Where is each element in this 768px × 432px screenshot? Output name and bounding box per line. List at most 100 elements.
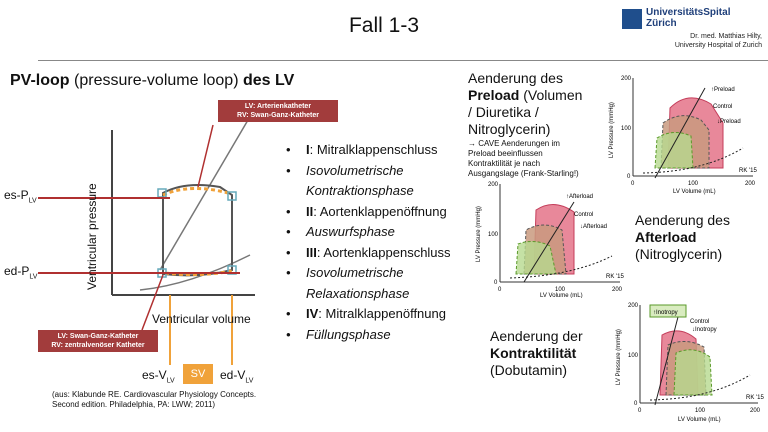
afterload-xtick-0: 0	[498, 287, 502, 293]
es-p-label: es-PLV	[4, 188, 37, 204]
ed-p-text: ed-P	[4, 264, 30, 278]
preload-line1: Aenderung des	[468, 70, 563, 86]
espvr-line	[159, 119, 249, 271]
inotropy-tick-200: 200	[628, 303, 639, 309]
phase-text: Füllungsphase	[306, 326, 391, 342]
preload-bold: Preload	[468, 87, 520, 103]
phase-text: : Mitralklappenschluss	[309, 142, 438, 157]
phase-roman: I	[306, 142, 310, 157]
phase-item: Füllungsphase	[286, 325, 451, 346]
inotropy-xtick-200: 200	[750, 408, 761, 414]
inotropy-callout	[649, 304, 687, 318]
logo-name: UniversitätsSpital Zürich	[646, 7, 730, 29]
logo-name-line1: UniversitätsSpital	[646, 7, 731, 18]
phase-item: I: Mitralklappenschluss	[286, 140, 451, 161]
inotropy-edpvr	[649, 374, 751, 401]
preload-line3: / Diuretika /	[468, 104, 539, 120]
afterload-xlabel: LV Volume (mL)	[540, 293, 583, 298]
reference-line1: (aus: Klabunde RE. Cardiovascular Physio…	[52, 390, 257, 399]
catheter-box-top: LV: Arterienkatheter RV: Swan-Ganz-Kathe…	[218, 100, 338, 122]
preload-line2: Preload (Volumen	[468, 87, 603, 104]
afterload-label-control: Control	[574, 212, 593, 218]
inotropy-label-control: Control	[690, 319, 709, 325]
catheter-box-top-line2: RV: Swan-Ganz-Katheter	[237, 112, 319, 119]
pv-loop-ejection-highlight	[162, 186, 229, 197]
pv-loop-title: PV-loop (pressure-volume loop) des LV	[10, 72, 294, 90]
preload-note-line: Kontraktilität je nach	[468, 159, 541, 168]
afterload-line3: (Nitroglycerin)	[635, 246, 723, 262]
afterload-tick-0: 0	[494, 280, 498, 286]
preload-heading: Aenderung des Preload (Volumen / Diureti…	[468, 70, 603, 138]
preload-note-line: → CAVE Aenderungen im	[468, 139, 560, 148]
es-p-text: es-P	[4, 188, 29, 202]
phase-text: Relaxationsphase	[306, 285, 410, 301]
phase-item-continued: Kontraktionsphase	[286, 181, 451, 202]
catheter-box-bottom-line1: LV: Swan-Ganz-Katheter	[57, 333, 139, 340]
inotropy-label-up: ↑Inotropy	[653, 310, 678, 316]
phase-text: : Mitralklappenöffnung	[318, 306, 446, 321]
phase-roman: IV	[306, 306, 319, 321]
preload-tick-0: 0	[627, 174, 631, 180]
pv-title-bold2: des LV	[242, 72, 295, 89]
phase-text: Isovolumetrische	[306, 265, 404, 280]
afterload-tick-100: 100	[488, 232, 499, 238]
es-v-label: es-VLV	[142, 368, 175, 384]
es-v-text: es-V	[142, 368, 167, 382]
inotropy-label-down: ↓Inotropy	[692, 327, 717, 333]
preload-label-down: ↓Preload	[717, 119, 741, 125]
afterload-line1: Aenderung des	[635, 212, 730, 228]
preload-rest: (Volumen	[519, 87, 583, 103]
phase-item: III: Aortenklappenschluss	[286, 243, 451, 264]
arterial-catheter-pointer	[197, 124, 214, 188]
es-p-sub: LV	[28, 197, 37, 205]
afterload-decreased-loop	[515, 240, 557, 275]
inotropy-credit: RK '15	[746, 395, 764, 401]
inotropy-ylabel: LV Pressure (mmHg)	[616, 329, 622, 385]
inotropy-tick-0: 0	[634, 401, 638, 407]
logo-subtitle: Dr. med. Matthias Hilty, University Hosp…	[646, 32, 762, 50]
corner-marker-iii	[227, 191, 237, 201]
inotropy-decreased-loop	[673, 349, 713, 396]
afterload-xtick-200: 200	[612, 287, 623, 293]
swan-ganz-pointer	[141, 274, 164, 331]
afterload-chart: ↑Afterload Control ↓Afterload 200 100 0 …	[476, 182, 624, 298]
phase-roman: II	[306, 203, 314, 219]
afterload-credit: RK '15	[606, 274, 624, 280]
contractility-bold: Kontraktilität	[490, 345, 577, 361]
logo-sub-line2: University Hospital of Zurich	[674, 42, 762, 49]
preload-decreased-loop	[654, 132, 694, 169]
afterload-ylabel: LV Pressure (mmHg)	[476, 206, 482, 262]
phase-item: Isovolumetrische	[286, 161, 451, 182]
inotropy-xtick-0: 0	[638, 408, 642, 414]
ed-v-text: ed-V	[220, 368, 246, 382]
phase-text: Auswurfsphase	[306, 224, 395, 239]
phase-roman: III	[306, 244, 317, 260]
phase-item: Auswurfsphase	[286, 222, 451, 243]
ed-v-sub: LV	[245, 377, 254, 385]
phase-item: Isovolumetrische	[286, 263, 451, 284]
afterload-xtick-100: 100	[555, 287, 566, 293]
edpvr-curve	[139, 254, 251, 291]
logo-name-line2: Zürich	[646, 18, 677, 29]
preload-espvr	[654, 87, 706, 179]
inotropy-xtick-100: 100	[695, 408, 706, 414]
afterload-label-up: ↑Afterload	[566, 194, 593, 200]
title-divider	[38, 60, 768, 61]
preload-edpvr	[642, 147, 744, 174]
phase-item: II: Aortenklappenöffnung	[286, 202, 451, 223]
phase-text: : Aortenklappenschluss	[316, 244, 451, 260]
ed-p-label: ed-PLV	[4, 264, 37, 280]
preload-note: → CAVE Aenderungen im Preload beeinfluss…	[468, 139, 579, 179]
ed-v-label: ed-VLV	[220, 368, 253, 384]
preload-xtick-100: 100	[688, 181, 699, 187]
pv-loop-diagram	[38, 119, 255, 365]
inotropy-xlabel: LV Volume (mL)	[678, 417, 721, 423]
catheter-box-top-line1: LV: Arterienkatheter	[244, 103, 312, 110]
inotropy-tick-100: 100	[628, 353, 639, 359]
catheter-box-bottom: LV: Swan-Ganz-Katheter RV: zentralvenöse…	[38, 330, 158, 352]
stroke-volume-badge: SV	[183, 364, 213, 384]
phase-item-continued: Relaxationsphase	[286, 284, 451, 305]
phase-text: Kontraktionsphase	[306, 183, 414, 198]
logo-sub-line1: Dr. med. Matthias Hilty,	[690, 33, 762, 40]
pv-title-normal: (pressure-volume loop)	[69, 72, 243, 89]
